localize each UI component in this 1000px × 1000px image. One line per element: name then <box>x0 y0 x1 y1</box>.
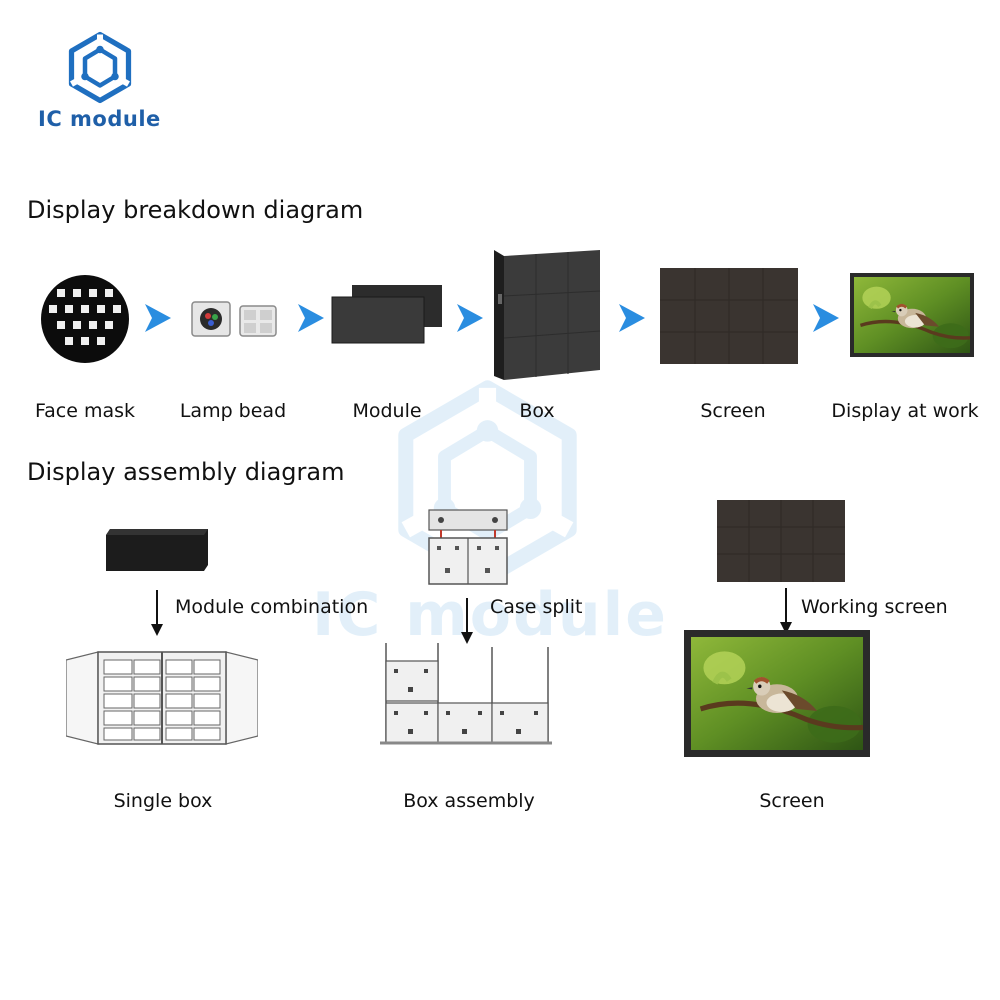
module-piece-image <box>104 527 210 573</box>
result-label-screen: Screen <box>759 790 825 812</box>
display-at-work-image <box>850 273 974 357</box>
panel-image <box>717 500 845 582</box>
arrow-label-module-combination: Module combination <box>175 596 369 618</box>
step-label-screen: Screen <box>700 400 766 422</box>
brand-name: IC module <box>38 107 161 131</box>
watermark-text: IC module <box>312 580 668 650</box>
step-label-face-mask: Face mask <box>34 400 136 422</box>
brand-logo <box>60 30 140 105</box>
arrow-down-icon <box>150 590 164 636</box>
result-label-single-box: Single box <box>113 790 213 812</box>
hexagon-circuit-icon <box>60 30 140 105</box>
chevron-right-icon <box>455 302 485 334</box>
box-image <box>494 248 602 383</box>
single-box-image <box>66 650 258 746</box>
face-mask-image <box>40 274 130 364</box>
step-label-display-at-work: Display at work <box>831 400 979 422</box>
screen-image <box>660 268 798 364</box>
arrow-label-working-screen: Working screen <box>801 596 948 618</box>
arrow-label-case-split: Case split <box>490 596 583 618</box>
working-screen-image <box>684 630 870 757</box>
result-label-box-assembly: Box assembly <box>403 790 535 812</box>
step-label-box: Box <box>519 400 555 422</box>
arrow-down-icon <box>779 588 793 634</box>
lamp-bead-image <box>188 294 283 344</box>
assembly-title: Display assembly diagram <box>27 458 345 486</box>
chevron-right-icon <box>143 302 173 334</box>
breakdown-title: Display breakdown diagram <box>27 196 364 224</box>
chevron-right-icon <box>296 302 326 334</box>
case-image <box>427 508 509 586</box>
step-label-module: Module <box>352 400 422 422</box>
box-assembly-image <box>380 643 552 746</box>
step-label-lamp-bead: Lamp bead <box>179 400 287 422</box>
chevron-right-icon <box>617 302 647 334</box>
module-image <box>330 283 445 345</box>
arrow-down-icon <box>460 598 474 644</box>
chevron-right-icon <box>811 302 841 334</box>
